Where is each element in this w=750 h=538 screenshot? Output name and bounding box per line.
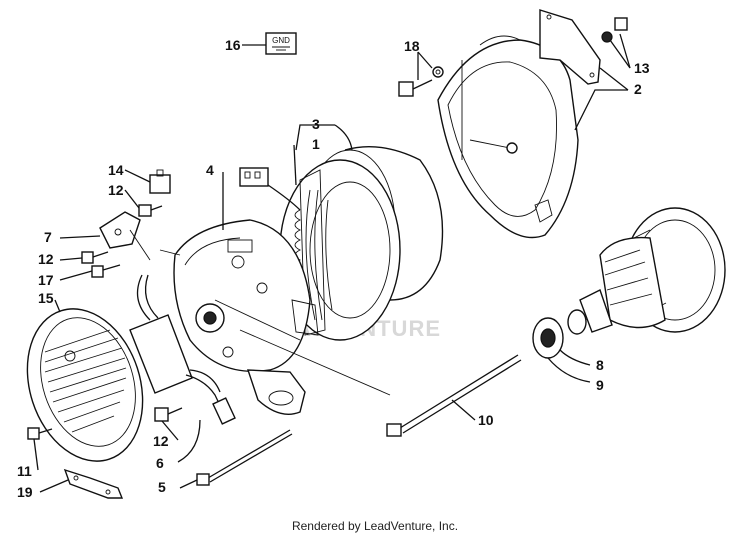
footer-credit: Rendered by LeadVenture, Inc. (291, 519, 459, 533)
callout-15: 15 (38, 290, 54, 306)
rotor-8-part (567, 207, 726, 335)
screw-12-middle-part (81, 251, 109, 264)
callout-18: 18 (404, 38, 420, 54)
callout-numbers: 16 18 13 2 3 1 14 4 12 7 12 17 15 12 6 5… (17, 37, 650, 500)
callout-12-lower: 12 (153, 433, 169, 449)
callout-3: 3 (312, 116, 320, 132)
callout-6: 6 (156, 455, 164, 471)
bolt-18-part (398, 66, 444, 97)
callout-5: 5 (158, 479, 166, 495)
callout-9: 9 (596, 377, 604, 393)
callout-16: 16 (225, 37, 241, 53)
stator-part (239, 159, 401, 341)
regulator-6-part (129, 274, 236, 425)
bolt-5-part (196, 429, 293, 486)
callout-8: 8 (596, 357, 604, 373)
connector-14-part (149, 169, 171, 194)
screw-11-part (27, 427, 53, 440)
bearing-9-part (532, 317, 564, 359)
callout-1: 1 (312, 136, 320, 152)
bolt-10-part (386, 354, 522, 437)
screw-17-part (91, 264, 121, 278)
clip-19-part (63, 468, 124, 499)
assembly-guides (129, 60, 463, 396)
callout-19: 19 (17, 484, 33, 500)
leader-lines (33, 33, 631, 493)
callout-12-middle: 12 (38, 251, 54, 267)
callout-4: 4 (206, 162, 214, 178)
front-frame-part (173, 219, 319, 415)
callout-11: 11 (17, 463, 32, 479)
callout-2: 2 (634, 81, 642, 97)
callout-14: 14 (108, 162, 124, 178)
nut-13-part (601, 17, 628, 43)
callout-12-upper: 12 (108, 182, 124, 198)
gnd-label-part: GND (265, 32, 297, 55)
callout-17: 17 (38, 272, 54, 288)
gnd-label-text: GND (272, 36, 290, 45)
callout-13: 13 (634, 60, 650, 76)
screw-12-upper-part (138, 204, 163, 217)
callout-7: 7 (44, 229, 52, 245)
callout-10: 10 (478, 412, 494, 428)
end-grille-15-part (26, 308, 144, 462)
terminal-7-part (99, 211, 141, 249)
end-cover-part (437, 9, 601, 239)
screw-12-lower-part (154, 407, 183, 422)
